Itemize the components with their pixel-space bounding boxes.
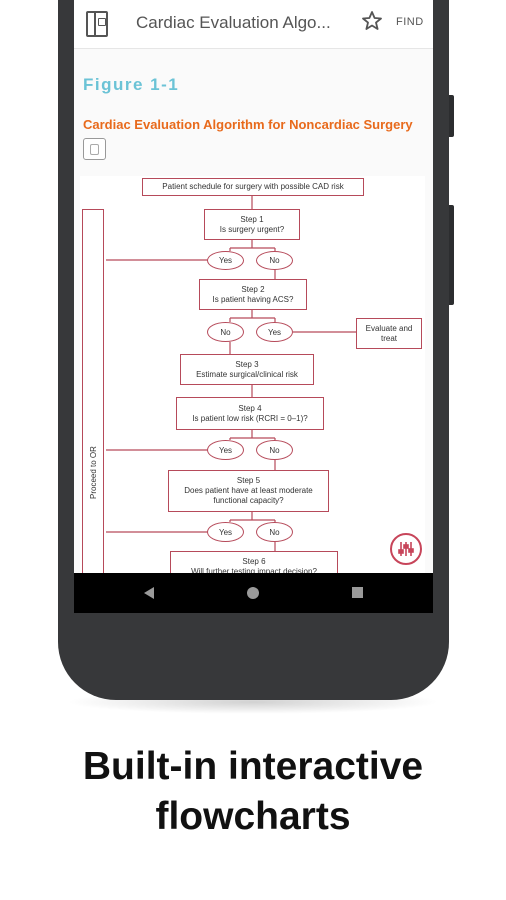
caption-line-1: Built-in interactive xyxy=(82,745,424,788)
volume-button xyxy=(449,95,454,137)
step5-no: No xyxy=(256,522,293,542)
proceed-label: Proceed to OR xyxy=(89,446,98,499)
home-icon[interactable] xyxy=(247,587,259,599)
proceed-column xyxy=(82,209,104,576)
start-box: Patient schedule for surgery with possib… xyxy=(142,178,364,196)
recents-icon[interactable] xyxy=(352,587,363,598)
figure-title: Cardiac Evaluation Algorithm for Noncard… xyxy=(83,117,413,132)
step1-no: No xyxy=(256,251,293,270)
power-button xyxy=(449,205,454,305)
phone-screen: Cardiac Evaluation Algo... FIND Figure 1… xyxy=(74,0,433,613)
app-title: Cardiac Evaluation Algo... xyxy=(136,13,331,32)
tools-icon[interactable] xyxy=(390,533,422,565)
step2-yes: Yes xyxy=(256,322,293,342)
caption-line-2: flowcharts xyxy=(155,795,351,838)
step4-yes: Yes xyxy=(207,440,244,460)
promo-caption: Built-in interactive flowcharts xyxy=(0,742,506,842)
star-icon[interactable] xyxy=(360,9,384,33)
system-nav-bar xyxy=(74,573,433,613)
flowchart-connectors xyxy=(106,195,356,551)
back-icon[interactable] xyxy=(144,587,154,599)
expand-icon[interactable] xyxy=(83,138,106,160)
find-button[interactable]: FIND xyxy=(396,16,424,28)
step5-yes: Yes xyxy=(207,522,244,542)
app-bar: Cardiac Evaluation Algo... FIND xyxy=(74,0,433,49)
book-icon[interactable] xyxy=(86,11,108,37)
step1-yes: Yes xyxy=(207,251,244,270)
flowchart[interactable]: Proceed to OR Patient schedule for surge… xyxy=(80,176,425,585)
step2-no: No xyxy=(207,322,244,342)
step4-no: No xyxy=(256,440,293,460)
figure-label: Figure 1-1 xyxy=(83,75,180,94)
